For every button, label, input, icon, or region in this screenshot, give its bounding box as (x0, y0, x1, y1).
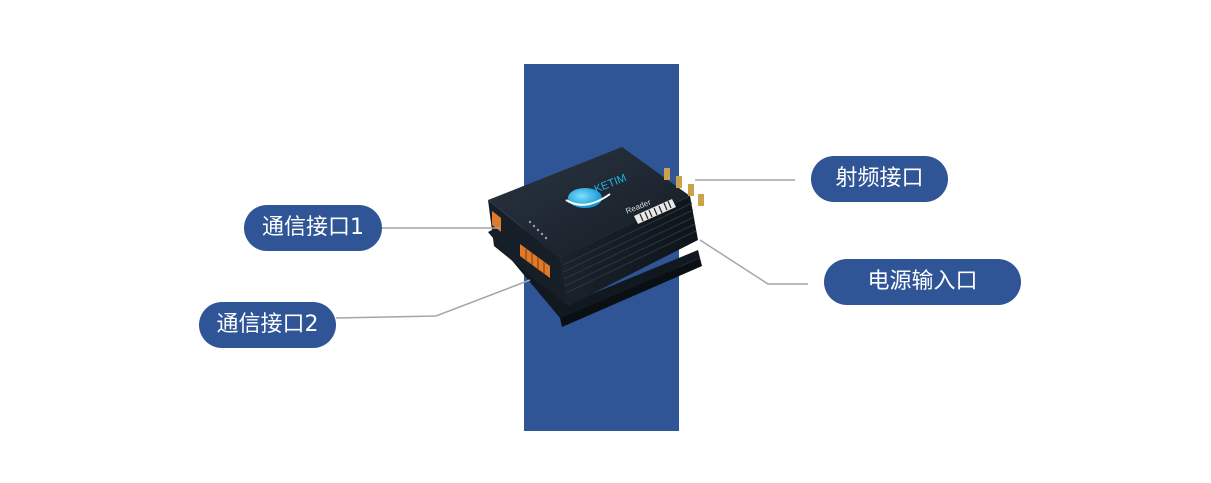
terminal-block-1 (492, 210, 501, 232)
device-right-side (560, 196, 698, 306)
label-power-input: 电源输入口 (824, 259, 1021, 305)
label-comm-port-1: 通信接口1 (244, 205, 382, 251)
label-comm-port-2: 通信接口2 (199, 302, 336, 348)
leader-line-comm2 (335, 279, 531, 319)
terminal-block-2 (520, 244, 550, 278)
rf-connectors (664, 168, 704, 206)
leader-line-power (699, 239, 808, 285)
mounting-plate (488, 226, 700, 318)
label-rf-port: 射频接口 (811, 156, 948, 202)
